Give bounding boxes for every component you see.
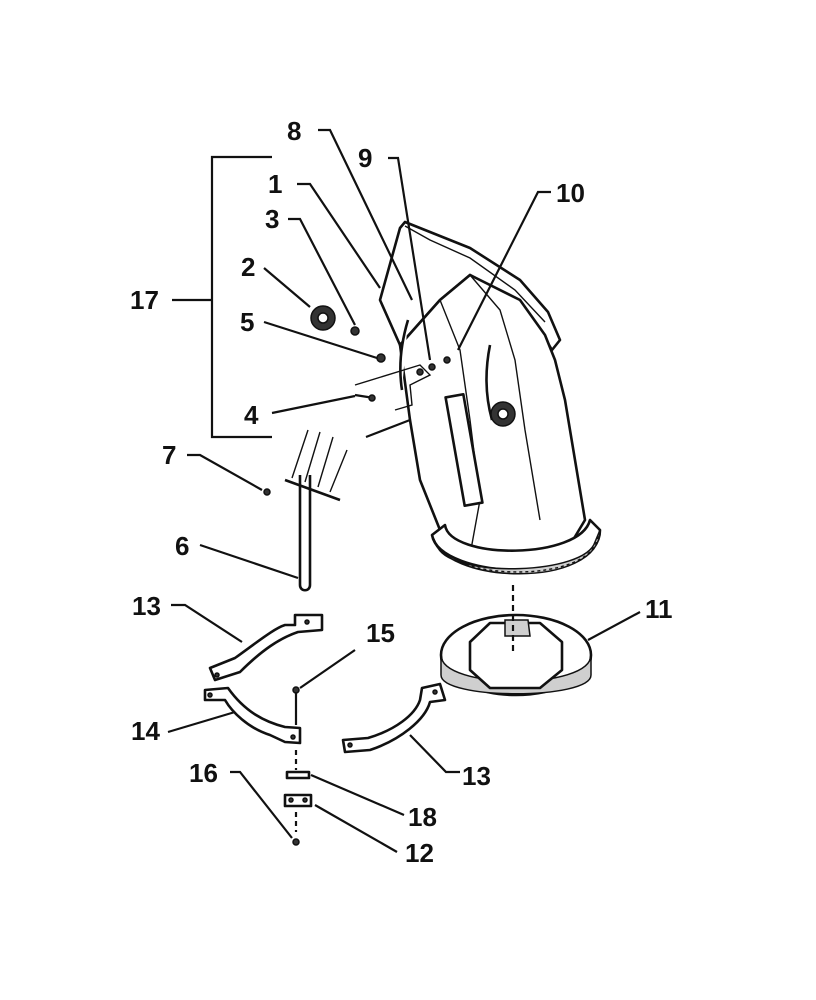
callout-17: 17	[130, 285, 159, 315]
callout-7: 7	[162, 440, 176, 470]
callout-5: 5	[240, 307, 254, 337]
callout-6: 6	[175, 531, 189, 561]
callout-11: 11	[645, 594, 673, 624]
bolt-15-icon	[292, 686, 300, 725]
bracket-plate	[354, 364, 432, 411]
discharge-chute	[378, 220, 602, 575]
clamp-bracket-14	[203, 686, 302, 745]
washer-3-icon	[350, 326, 360, 336]
nut-16-icon	[292, 838, 300, 846]
chute-handle	[263, 429, 348, 592]
callout-8: 8	[287, 116, 301, 146]
callout-13-left: 13	[132, 591, 161, 621]
spacer-18-icon	[285, 770, 311, 780]
callout-16: 16	[189, 758, 218, 788]
clamp-bracket-13-left	[208, 613, 324, 682]
bolt-4-icon	[354, 393, 376, 402]
callout-15: 15	[366, 618, 395, 648]
chute-knob-icon	[490, 401, 516, 427]
callout-10: 10	[556, 178, 585, 208]
callout-4: 4	[244, 400, 259, 430]
callout-2: 2	[241, 252, 255, 282]
nut-5-icon	[376, 353, 386, 363]
callout-18: 18	[408, 802, 437, 832]
assembly-17-bracket	[172, 155, 272, 439]
callout-13-right: 13	[462, 761, 491, 791]
screw-7-icon	[263, 488, 271, 496]
knob-2	[310, 305, 336, 331]
chute-base-ring	[439, 613, 593, 697]
chute-ring-gear	[430, 518, 602, 575]
callout-9: 9	[358, 143, 372, 173]
callout-labels: 8 9 1 10 3 2 17 5 4 7 6 13 11 15 14 16 1…	[130, 116, 673, 868]
callout-3: 3	[265, 204, 279, 234]
callout-12: 12	[405, 838, 434, 868]
leader-lines	[167, 128, 641, 853]
clamp-plate-12-icon	[283, 793, 313, 808]
callout-14: 14	[131, 716, 160, 746]
clamp-bracket-13-right	[341, 682, 447, 754]
callout-1: 1	[268, 169, 282, 199]
